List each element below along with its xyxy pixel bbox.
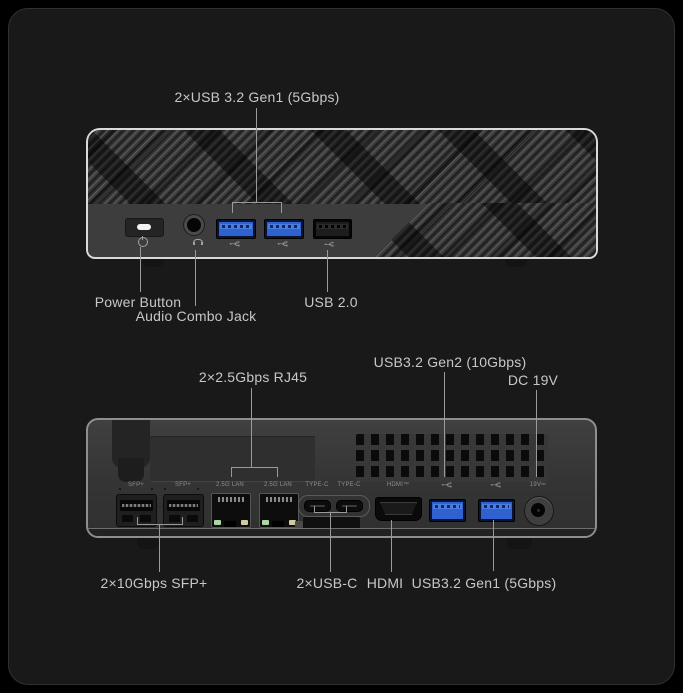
usbc-label: 2×USB-C [296,575,358,591]
callout-bracket-front-usb3 [232,202,282,203]
ss-usb-icon [490,482,501,488]
rj45-port-2 [259,493,299,528]
sfp-label: 2×10Gbps SFP+ [100,575,208,591]
front-usb2-port [313,219,352,239]
front-vent-hatch-right [370,203,596,257]
power-button [125,218,164,237]
front-usb3-port-1 [216,219,256,239]
usb3-gen2-label: USB3.2 Gen2 (10Gbps) [373,354,527,370]
usbc-port-group-outline [298,495,370,517]
callout-line-front-usb3 [256,108,257,202]
sfp-port-label-2: SFP+ [175,482,191,488]
power-button-label: Power Button [94,294,182,310]
hdmi-port [375,497,422,521]
back-vent-grid [356,434,548,482]
rj45-port-1 [211,493,251,528]
callout-line-usbc [330,512,331,572]
front-usb3-gen1-label: 2×USB 3.2 Gen1 (5Gbps) [174,89,340,105]
screw-dot [197,488,199,490]
lan-port-label-1: 2.5G LAN [216,482,244,488]
sfp-port-1 [116,494,157,527]
mini-pc-front-view [86,128,598,259]
chassis-bottom-lip [88,528,595,536]
hdmi-port-label: HDMI™ [386,482,410,488]
screw-dot [151,488,153,490]
hdmi-label: HDMI [366,575,404,591]
typec-port-label-2: TYPE-C [337,482,361,488]
callout-line-hdmi [391,520,392,572]
callout-line-dc [536,390,537,477]
dc-power-jack [524,496,554,526]
headphone-icon [193,239,203,245]
callout-bracket-rj45 [231,467,278,468]
callout-line-usb2 [327,250,328,292]
sfp-port-2 [163,494,204,527]
power-button-led [137,224,151,230]
recessed-panel [150,436,315,482]
callout-line-usb3-gen2 [444,372,445,477]
callout-stub-sfp-right [182,517,183,525]
callout-line-sfp [159,524,160,572]
callout-stub-sfp-left [137,517,138,525]
front-usb3-port-2 [264,219,304,239]
callout-stub-usbc-left [314,506,315,513]
mount-bracket [112,420,150,482]
usb3-gen1-label: USB3.2 Gen1 (5Gbps) [411,575,557,591]
front-vent-hatch-top [88,130,596,204]
rj45-label: 2×2.5Gbps RJ45 [198,369,308,385]
back-usb3-gen1-port [478,499,515,522]
callout-bracket-sfp [137,524,183,525]
usb-icon [324,241,334,247]
callout-line-power [140,247,141,292]
dc-19v-label: DC 19V [507,372,559,388]
callout-line-rj45 [251,388,252,468]
power-icon [138,236,148,247]
typec-port-label-1: TYPE-C [305,482,329,488]
image-card-background [8,8,675,685]
back-usb3-gen2-port [429,499,466,522]
ss-usb-icon [277,241,288,247]
usbc-port-1 [304,500,331,512]
usb2-label: USB 2.0 [304,294,358,310]
screw-dot [119,488,121,490]
callout-stub-rj45-right [277,467,278,477]
callout-stub-usbc-right [346,506,347,513]
callout-stub-front-usb3-right [281,202,282,213]
callout-stub-rj45-left [231,467,232,477]
audio-combo-jack-label: Audio Combo Jack [135,308,257,324]
ss-usb-icon [229,241,240,247]
audio-combo-jack-port [184,215,204,235]
mini-pc-back-view: SFP+ SFP+ 2.5G LAN 2.5G LAN TYPE-C TYPE-… [86,418,597,538]
callout-stub-front-usb3-left [232,202,233,213]
usbc-port-2 [336,500,363,512]
callout-line-usb3-gen1 [493,520,494,571]
ss-usb-icon [441,482,452,488]
sfp-port-label-1: SFP+ [128,482,144,488]
screw-dot [164,488,166,490]
callout-line-audio [195,250,196,306]
lan-port-label-2: 2.5G LAN [264,482,292,488]
dc-port-label: 19V⎓ [529,482,547,488]
